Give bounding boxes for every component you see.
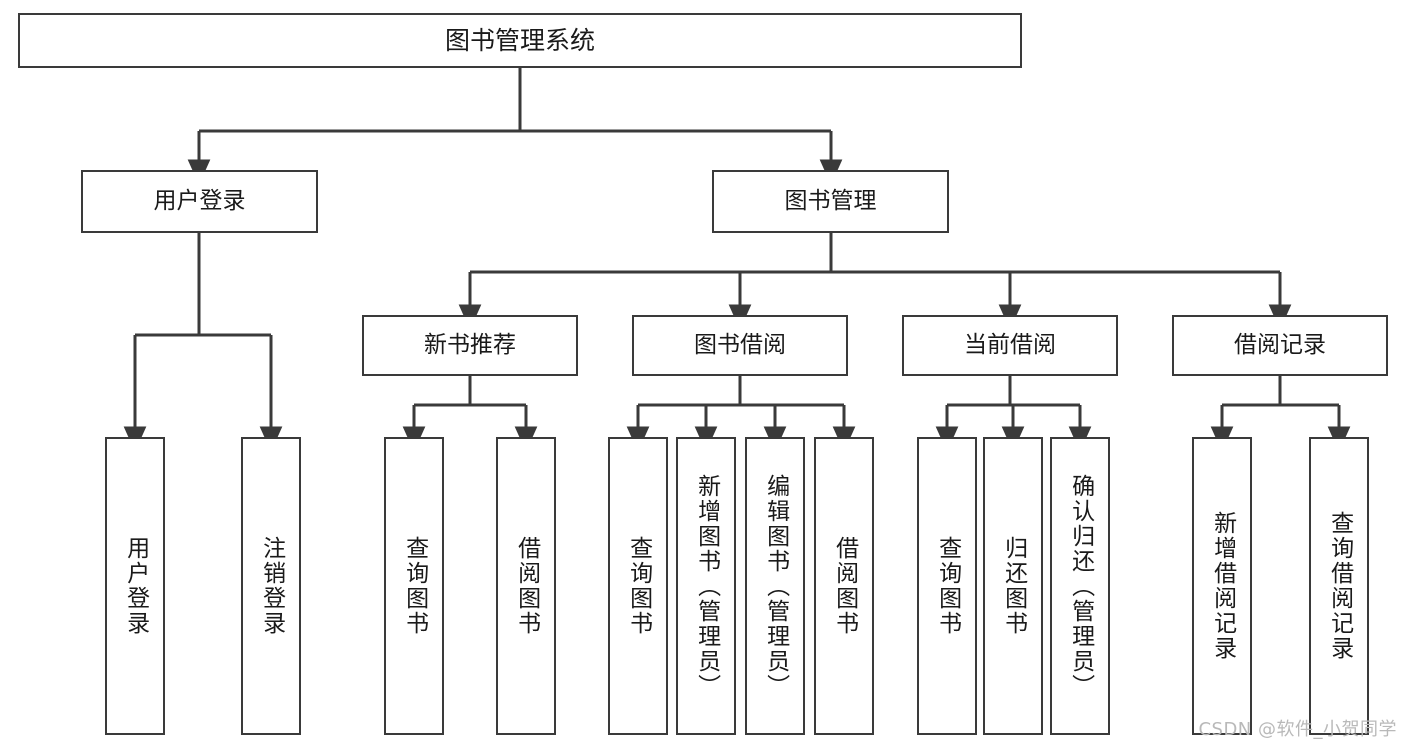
node-label: 注销登录	[258, 536, 285, 636]
node-leaf-query-book-2[interactable]: 查询图书	[608, 437, 668, 735]
node-leaf-borrow-book-1[interactable]: 借阅图书	[496, 437, 556, 735]
node-label: 当前借阅	[964, 331, 1056, 358]
node-leaf-edit-book-admin[interactable]: 编辑图书（管理员）	[745, 437, 805, 735]
node-label: 新增图书（管理员）	[693, 473, 720, 699]
node-leaf-borrow-book-2[interactable]: 借阅图书	[814, 437, 874, 735]
node-book-management[interactable]: 图书管理	[712, 170, 949, 233]
node-label: 新增借阅记录	[1209, 511, 1236, 661]
node-leaf-query-book-1[interactable]: 查询图书	[384, 437, 444, 735]
node-label: 图书管理系统	[444, 25, 595, 55]
node-new-book-recommend[interactable]: 新书推荐	[362, 315, 578, 376]
node-leaf-logout-login[interactable]: 注销登录	[241, 437, 301, 735]
node-leaf-confirm-return-admin[interactable]: 确认归还（管理员）	[1050, 437, 1110, 735]
node-leaf-query-borrow-record[interactable]: 查询借阅记录	[1309, 437, 1369, 735]
node-leaf-return-book[interactable]: 归还图书	[983, 437, 1043, 735]
watermark: CSDN @软件_小贺同学	[1198, 719, 1397, 740]
node-user-login[interactable]: 用户登录	[81, 170, 318, 233]
node-book-borrow[interactable]: 图书借阅	[632, 315, 848, 376]
node-leaf-query-book-3[interactable]: 查询图书	[917, 437, 977, 735]
node-leaf-add-borrow-record[interactable]: 新增借阅记录	[1192, 437, 1252, 735]
node-label: 新书推荐	[424, 331, 516, 358]
node-label: 查询图书	[401, 536, 428, 636]
node-borrow-record[interactable]: 借阅记录	[1172, 315, 1388, 376]
node-leaf-user-login[interactable]: 用户登录	[105, 437, 165, 735]
node-label: 用户登录	[122, 536, 149, 636]
node-label: 借阅图书	[513, 536, 540, 636]
node-label: 查询图书	[625, 536, 652, 636]
node-label: 编辑图书（管理员）	[762, 473, 789, 699]
node-current-borrow[interactable]: 当前借阅	[902, 315, 1118, 376]
node-label: 图书借阅	[694, 331, 786, 358]
node-label: 归还图书	[1000, 536, 1027, 636]
node-root-book-management-system[interactable]: 图书管理系统	[18, 13, 1022, 68]
node-label: 图书管理	[784, 187, 877, 214]
node-label: 确认归还（管理员）	[1067, 473, 1094, 699]
node-label: 查询图书	[934, 536, 961, 636]
node-label: 借阅记录	[1234, 331, 1326, 358]
node-label: 借阅图书	[831, 536, 858, 636]
node-leaf-add-book-admin[interactable]: 新增图书（管理员）	[676, 437, 736, 735]
node-label: 用户登录	[153, 187, 246, 214]
node-label: 查询借阅记录	[1326, 511, 1353, 661]
